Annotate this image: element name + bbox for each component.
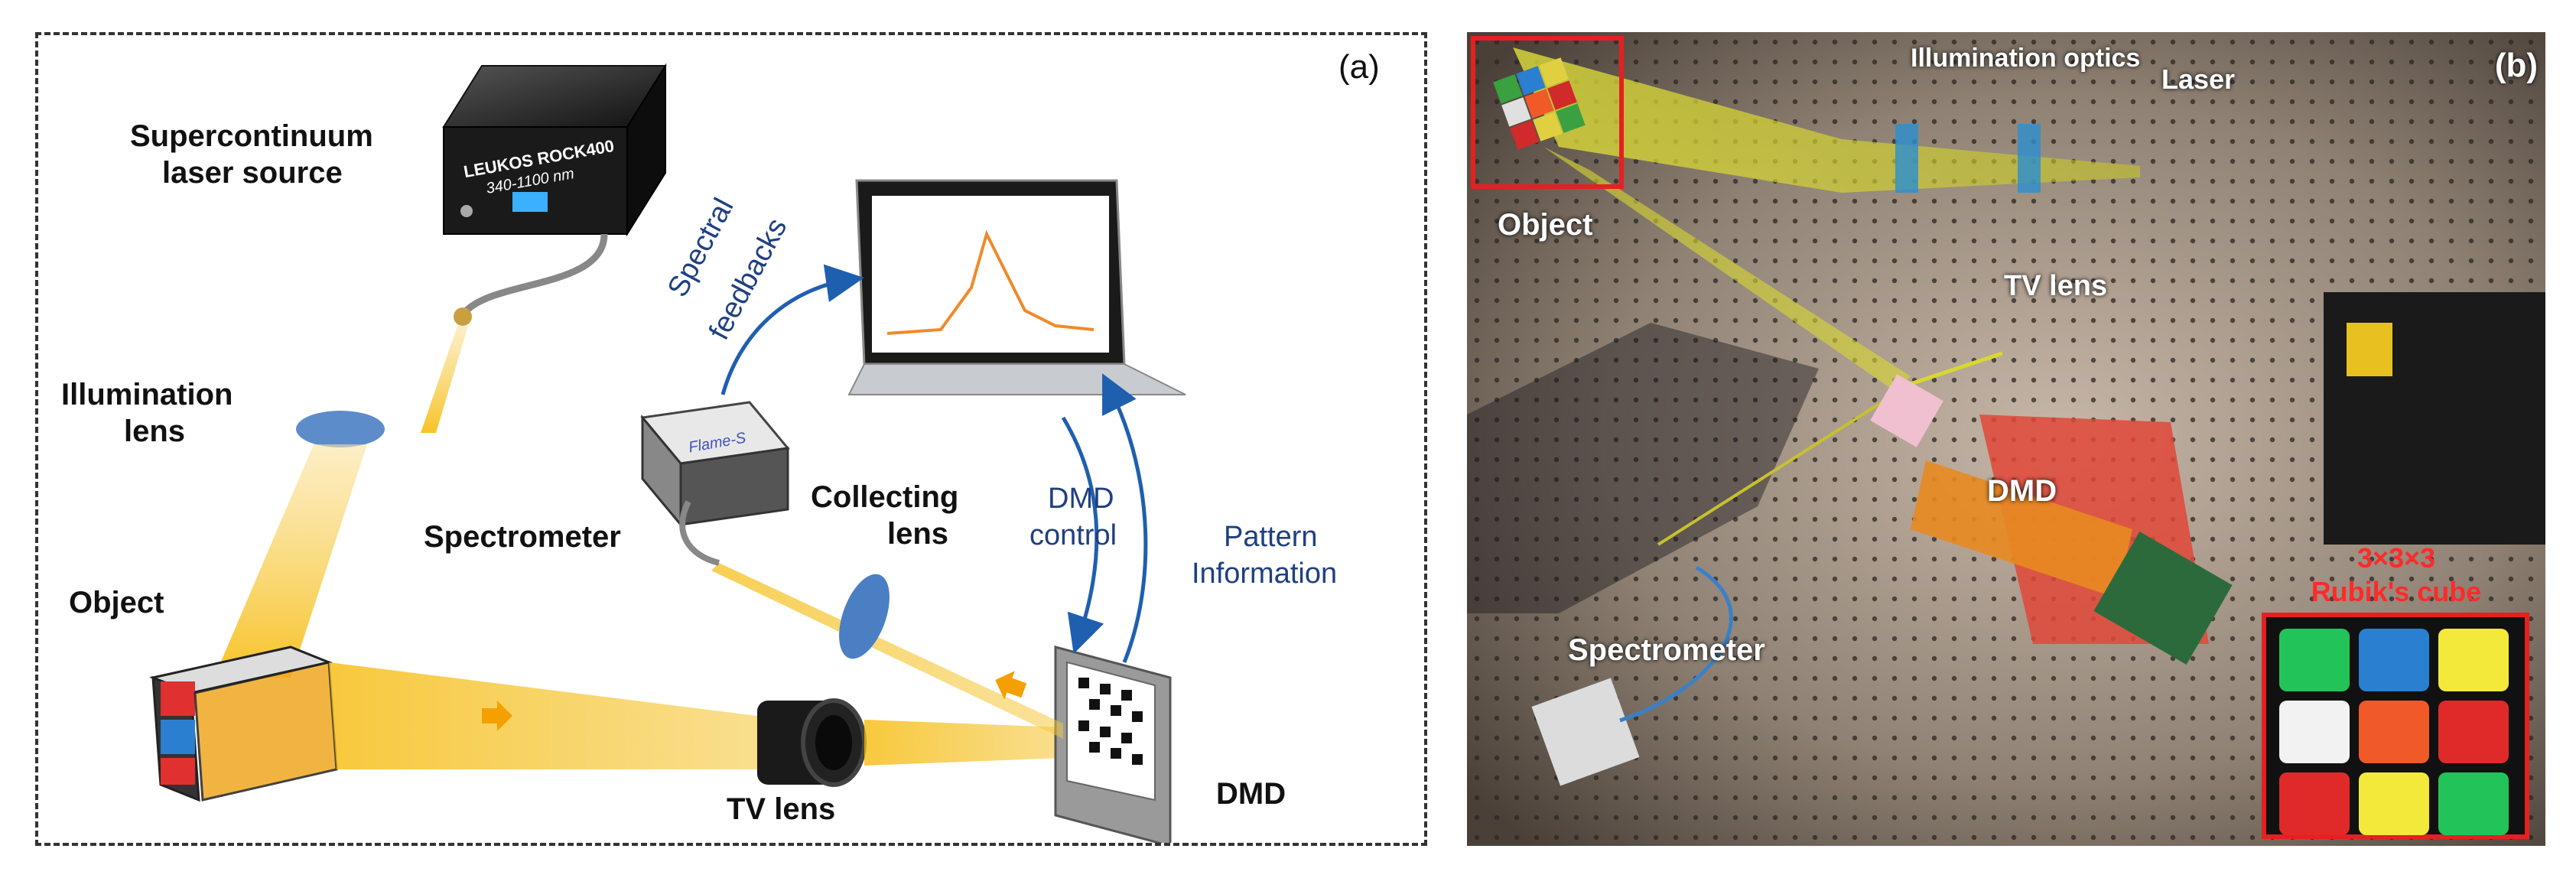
illumination-lens-icon <box>296 411 385 447</box>
spectrometer-photo-label: Spectrometer <box>1568 633 1765 667</box>
supercontinuum-laser-box <box>442 63 667 326</box>
cube-sticker <box>2359 629 2429 691</box>
spectrometer-icon <box>640 401 790 566</box>
illumination-lens-optic-2 <box>2018 124 2041 193</box>
cube-sticker <box>2438 629 2509 691</box>
illumination-lens-label-line2: lens <box>124 415 186 448</box>
tv-lens-photo-label: TV lens <box>2004 270 2108 302</box>
dmd-control-line1: DMD <box>1048 483 1114 515</box>
pattern-info-arrow <box>1102 373 1148 663</box>
collecting-beam <box>711 563 1063 739</box>
spectral-feedback-arrow <box>720 264 864 395</box>
laser-label-line1: Supercontinuum <box>130 119 373 153</box>
shadow-region <box>1467 323 1819 613</box>
laptop-icon <box>847 179 1186 395</box>
dmd-control-line2: control <box>1029 519 1117 551</box>
panel-b-tag: (b) <box>2494 47 2538 84</box>
tv-lens-beam <box>864 720 1063 766</box>
dmd-device-icon <box>1054 645 1172 843</box>
tv-lens-icon <box>757 698 867 787</box>
object-highlight-box <box>1471 36 1624 189</box>
collecting-lens-label-line1: Collecting <box>811 480 959 514</box>
cube-sticker <box>2359 772 2429 835</box>
rubiks-cube-inset <box>2262 613 2529 839</box>
collecting-path <box>1657 382 1912 546</box>
dmd-controller-board <box>2093 532 2233 665</box>
tv-lens-label: TV lens <box>727 792 836 826</box>
dmd-photo-label: DMD <box>1987 474 2057 508</box>
beam-direction-arrow-2 <box>995 671 1027 700</box>
panel-a-schematic: (a) Supercontinuum laser source LEUKOS R… <box>35 32 1427 846</box>
illumination-beam <box>1513 47 2140 193</box>
schematic-graphics <box>148 63 1186 843</box>
laser-display-icon <box>512 192 548 212</box>
cube-label-line2: Rubik's cube <box>2311 576 2482 607</box>
object-photo-label: Object <box>1498 208 1593 242</box>
cube-sticker <box>2438 772 2509 835</box>
collecting-lens-icon <box>839 574 890 659</box>
panel-a-tag: (a) <box>1338 48 1380 86</box>
object-cube-photo <box>1493 57 1586 150</box>
object-to-lens-beam <box>1543 147 1911 392</box>
cube-sticker <box>2279 772 2350 835</box>
laser-knob-icon <box>460 205 473 217</box>
illumination-optics-label: Illumination optics <box>1911 44 2141 73</box>
laser-label-line2: laser source <box>162 156 343 190</box>
spectrometer-unit <box>1531 678 1640 786</box>
illumination-lens-label-line1: Illumination <box>61 378 233 411</box>
panel-b-photo: (b) Illumination optics Laser Object TV … <box>1467 32 2545 846</box>
cube-label-line1: 3×3×3 <box>2356 542 2436 574</box>
illumination-beam-upper <box>421 326 468 433</box>
dmd-control-arrow <box>1061 416 1104 654</box>
beam-direction-arrow-1 <box>482 701 512 731</box>
rubiks-cube-icon <box>148 645 338 802</box>
tv-lens-optic <box>1870 374 1943 447</box>
collecting-lens-label-line2: lens <box>887 517 949 551</box>
cube-sticker <box>2279 629 2350 691</box>
laser-warning-label <box>2347 323 2392 376</box>
spectrometer-label: Spectrometer <box>424 520 621 554</box>
laser-label: Laser <box>2161 63 2236 95</box>
dmd-label: DMD <box>1216 777 1286 811</box>
dmd-to-spectrometer-beam <box>1910 351 2003 386</box>
pattern-info-line1: Pattern <box>1224 521 1318 553</box>
cube-sticker <box>2359 701 2429 763</box>
object-label: Object <box>69 586 164 619</box>
object-beam <box>329 662 757 769</box>
pattern-info-line2: Information <box>1192 558 1338 590</box>
photo-graphics <box>1467 32 2545 846</box>
cube-sticker <box>2279 701 2350 763</box>
illumination-lens-optic <box>1895 124 1918 193</box>
cube-sticker <box>2438 701 2509 763</box>
fiber-tip-icon <box>454 307 472 326</box>
illumination-beam-lower <box>214 444 367 678</box>
spectrum-curve <box>886 229 1094 335</box>
dmd-ribbon-cable <box>1911 460 2132 598</box>
fiber-cable <box>463 233 608 314</box>
spectrometer-fiber <box>1619 565 1733 723</box>
